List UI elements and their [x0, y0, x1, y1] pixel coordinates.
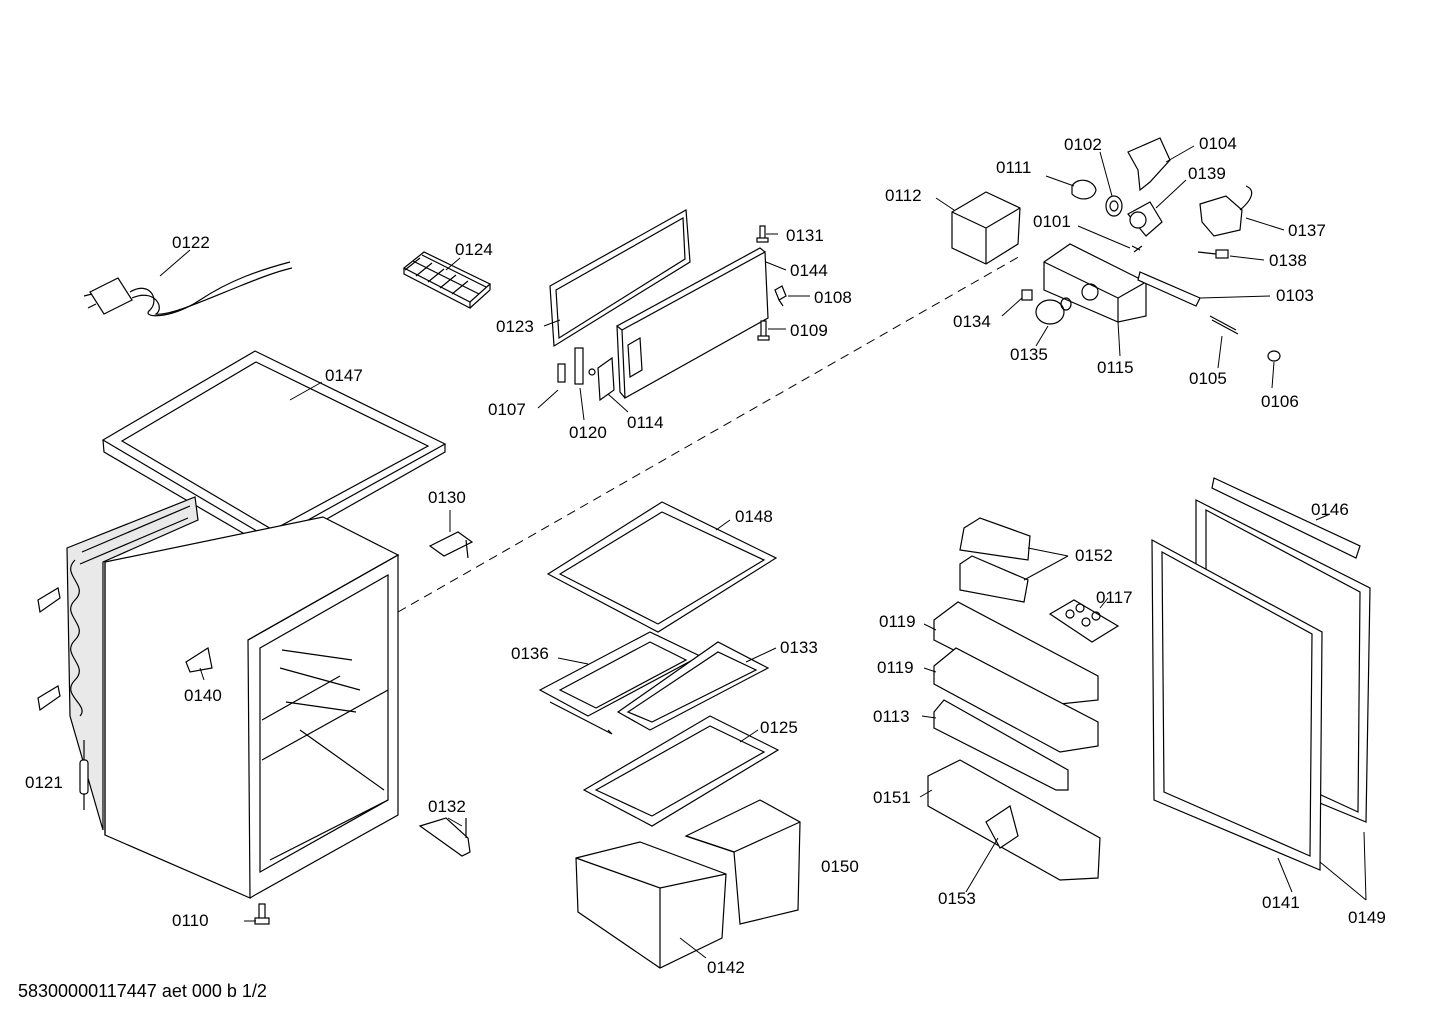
- label-0117: 0117: [1096, 588, 1133, 607]
- label-0139: 0139: [1188, 164, 1226, 183]
- label-0111: 0111: [996, 158, 1032, 177]
- label-0130: 0130: [428, 488, 466, 507]
- part-0139-thermostat: [1127, 201, 1163, 237]
- part-0120-hinge: [574, 347, 596, 385]
- part-0132-bottom-hinge: [418, 817, 471, 857]
- part-cabinet: [104, 516, 400, 899]
- label-0125: 0125: [760, 718, 798, 737]
- label-0135: 0135: [1010, 345, 1048, 364]
- part-0148-wire-shelf: [546, 501, 778, 633]
- part-0121-dryer-filter: [79, 740, 89, 810]
- part-0119-door-shelf-middle: [933, 647, 1099, 753]
- drawing-number: 58300000117447 aet 000 b 1/2: [18, 981, 267, 1001]
- part-0130-bracket: [428, 531, 474, 559]
- label-0122: 0122: [172, 233, 210, 252]
- label-0134: 0134: [953, 312, 991, 331]
- part-0109-screw: [757, 320, 770, 341]
- label-0104: 0104: [1199, 134, 1237, 153]
- part-0106-cap: [1267, 350, 1281, 362]
- label-0137: 0137: [1288, 221, 1326, 240]
- part-0102-lampholder: [1105, 195, 1123, 217]
- part-0123-door-gasket: [549, 209, 691, 348]
- label-0147: 0147: [325, 366, 363, 385]
- part-0124-ice-tray: [402, 251, 492, 309]
- label-0101: 0101: [1033, 212, 1071, 231]
- label-0110: 0110: [172, 911, 209, 930]
- label-0138: 0138: [1269, 251, 1307, 270]
- label-0109: 0109: [790, 321, 828, 340]
- label-0152: 0152: [1075, 546, 1113, 565]
- label-0107: 0107: [488, 400, 526, 419]
- part-0137-relay: [1199, 185, 1253, 237]
- part-0144-freezer-door: [615, 247, 769, 399]
- part-0140-bracket: [185, 647, 213, 673]
- part-0142-crisper-drawer: [575, 841, 727, 969]
- part-0117-egg-tray: [1048, 599, 1120, 643]
- part-0122-power-cord: [83, 261, 293, 317]
- part-0110-foot: [254, 903, 270, 925]
- part-0135-knob: [1035, 297, 1072, 325]
- label-0105: 0105: [1189, 369, 1227, 388]
- label-0113: 0113: [873, 707, 910, 726]
- label-0120: 0120: [569, 423, 607, 442]
- part-0134-cap: [1021, 289, 1033, 301]
- label-0133: 0133: [780, 638, 818, 657]
- part-condenser-coil: [66, 496, 199, 831]
- label-0153: 0153: [938, 889, 976, 908]
- part-0108-clip: [774, 285, 787, 307]
- part-0138-connector: [1197, 249, 1229, 259]
- part-0133-glass-shelf: [616, 641, 770, 731]
- label-0136: 0136: [511, 644, 549, 663]
- label-0123: 0123: [496, 317, 534, 336]
- part-0104-bracket: [1127, 137, 1171, 192]
- label-0149: 0149: [1348, 908, 1386, 927]
- label-0119-middle: 0119: [877, 658, 914, 677]
- leader-lines: [159, 145, 1367, 959]
- label-0103: 0103: [1276, 286, 1314, 305]
- part-0113-door-shelf: [933, 699, 1069, 791]
- part-coil-bracket: [37, 587, 61, 712]
- label-0115: 0115: [1097, 358, 1134, 377]
- part-0151-bottle-shelf: [927, 759, 1101, 881]
- label-0102: 0102: [1064, 135, 1102, 154]
- label-0112: 0112: [885, 186, 922, 205]
- part-0101-spring: [1131, 245, 1143, 253]
- label-0148: 0148: [735, 507, 773, 526]
- part-0125-crisper-cover: [582, 715, 780, 827]
- label-0131: 0131: [786, 226, 824, 245]
- label-0124: 0124: [455, 240, 493, 259]
- part-0115-thermostat-housing: [1043, 243, 1147, 323]
- part-0103-sensor: [1137, 271, 1201, 307]
- part-0152-butter-compartment: [959, 517, 1031, 603]
- label-0119-upper: 0119: [879, 612, 916, 631]
- label-0108: 0108: [814, 288, 852, 307]
- label-0132: 0132: [428, 797, 466, 816]
- part-0111-lamp: [1071, 179, 1097, 200]
- label-0150: 0150: [821, 857, 859, 876]
- part-0150-crisper-drawer: [684, 799, 801, 925]
- label-0141: 0141: [1262, 893, 1300, 912]
- label-0142: 0142: [707, 958, 745, 977]
- part-0149-door-gasket: [1151, 538, 1323, 871]
- label-0144: 0144: [790, 261, 828, 280]
- label-0151: 0151: [873, 788, 911, 807]
- part-0131-screw: [756, 225, 769, 243]
- label-0114: 0114: [627, 413, 664, 432]
- label-0146: 0146: [1311, 500, 1349, 519]
- part-0107-latch: [557, 363, 566, 383]
- part-0105-tube: [1209, 315, 1239, 335]
- part-0112-cover: [951, 191, 1021, 265]
- part-0114-handle-plate: [597, 356, 615, 402]
- label-0106: 0106: [1261, 392, 1299, 411]
- part-0146-top-strip: [1211, 477, 1361, 559]
- label-0140: 0140: [184, 686, 222, 705]
- label-0121: 0121: [25, 773, 63, 792]
- part-0119-door-shelf-upper: [933, 601, 1099, 705]
